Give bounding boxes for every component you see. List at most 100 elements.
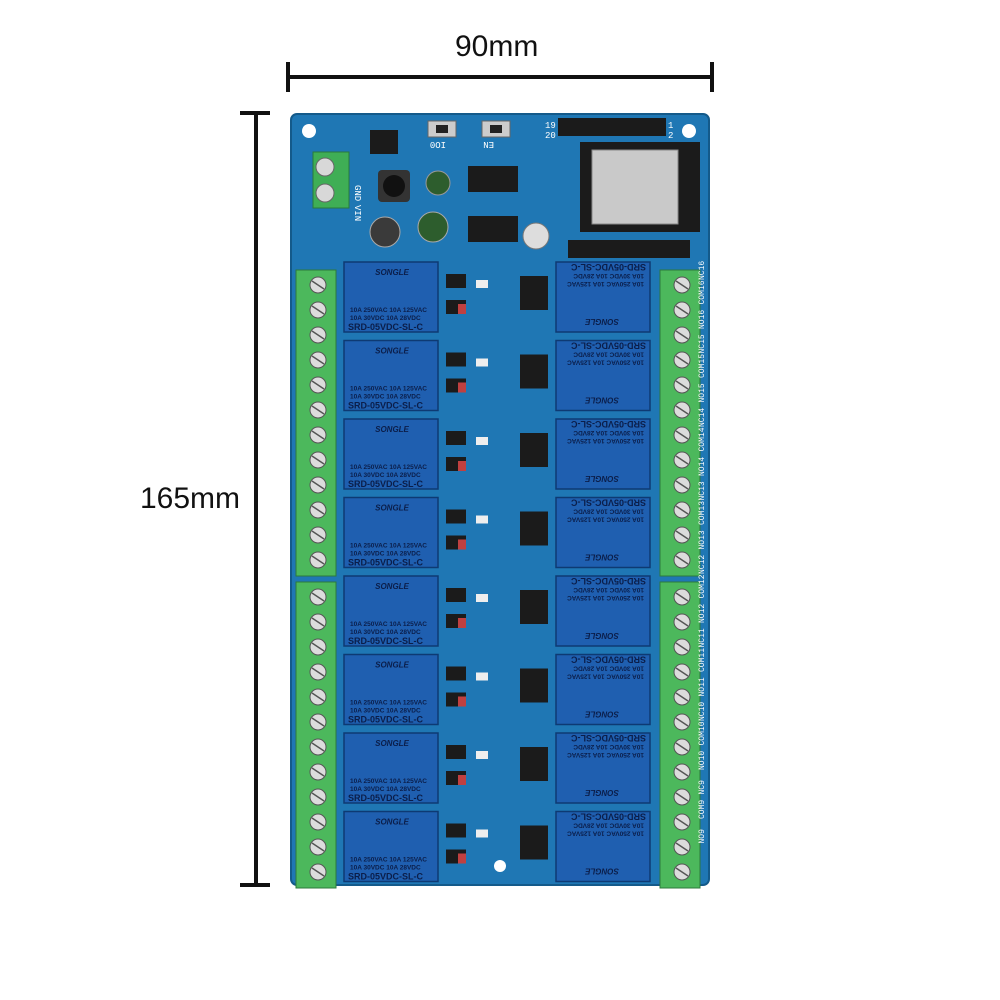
- relay-rating-line2: 10A 30VDC 10A 28VDC: [350, 472, 421, 479]
- relay-rating-line1: 10A 250VAC 10A 125VAC: [567, 437, 644, 444]
- relay-rating-line1: 10A 250VAC 10A 125VAC: [350, 464, 427, 471]
- relay-rating-line2: 10A 30VDC 10A 28VDC: [350, 394, 421, 401]
- transistor: [446, 274, 466, 288]
- relay-rating-line2: 10A 30VDC 10A 28VDC: [573, 429, 644, 436]
- relay-model: SRD-05VDC-SL-C: [570, 498, 646, 508]
- relay-rating-line2: 10A 30VDC 10A 28VDC: [350, 865, 421, 872]
- transistor: [446, 745, 466, 759]
- terminal-label: COM12: [698, 574, 707, 598]
- relay-brand: SONGLE: [584, 867, 618, 876]
- relay-model: SRD-05VDC-SL-C: [570, 812, 646, 822]
- terminal-labels-right: NC16COM16NO16NC15COM15NO15NC14COM14NO14N…: [698, 261, 707, 844]
- relay-model: SRD-05VDC-SL-C: [570, 419, 646, 429]
- transistor: [446, 352, 466, 367]
- ic-chips: [370, 130, 518, 242]
- terminal-label: COM10: [698, 721, 707, 745]
- relay-rating-line1: 10A 250VAC 10A 125VAC: [350, 543, 427, 550]
- relay-brand: SONGLE: [375, 739, 409, 748]
- pin-header-top: [558, 118, 666, 136]
- width-dimension-tick-left: [286, 62, 290, 92]
- relay-rating-line1: 10A 250VAC 10A 125VAC: [567, 751, 644, 758]
- relay-brand: SONGLE: [584, 317, 618, 326]
- led: [458, 382, 466, 393]
- height-dimension-tick-bottom: [240, 883, 270, 887]
- relay-brand: SONGLE: [375, 661, 409, 670]
- terminal-label: NO13: [698, 530, 707, 549]
- terminal-label: NC15: [698, 334, 707, 353]
- button-io0: [427, 120, 457, 138]
- height-dimension-line: [254, 113, 258, 886]
- height-dimension-label: 165mm: [140, 482, 241, 515]
- relay-rating-line1: 10A 250VAC 10A 125VAC: [350, 700, 427, 707]
- led: [458, 696, 466, 707]
- relay-brand: SONGLE: [584, 788, 618, 797]
- relay-rating-line2: 10A 30VDC 10A 28VDC: [573, 351, 644, 358]
- terminal-label: NC14: [698, 408, 707, 427]
- button-label-io0: IO0: [430, 139, 446, 149]
- led: [458, 618, 466, 628]
- relay-rating-line2: 10A 30VDC 10A 28VDC: [350, 629, 421, 636]
- smd-part: [476, 358, 488, 367]
- relay-model: SRD-05VDC-SL-C: [348, 558, 424, 568]
- terminal-label: NO12: [698, 604, 707, 623]
- relay-rating-line1: 10A 250VAC 10A 125VAC: [350, 621, 427, 628]
- relay-rating-line2: 10A 30VDC 10A 28VDC: [350, 786, 421, 793]
- terminal-label: COM9: [698, 800, 707, 819]
- relay-brand: SONGLE: [375, 818, 409, 827]
- terminal-label: NO9: [698, 829, 707, 844]
- relay-rating-line2: 10A 30VDC 10A 28VDC: [350, 708, 421, 715]
- transistor: [446, 431, 466, 445]
- relay-brand: SONGLE: [375, 425, 409, 434]
- smd-part: [476, 751, 488, 759]
- relay-rating-line2: 10A 30VDC 10A 28VDC: [350, 551, 421, 558]
- relay-rating-line2: 10A 30VDC 10A 28VDC: [573, 822, 644, 829]
- terminal-label: NC12: [698, 555, 707, 574]
- jumper-header: [520, 511, 548, 546]
- smd-part: [476, 515, 488, 524]
- relay-model: SRD-05VDC-SL-C: [348, 636, 424, 646]
- relay-rating-line1: 10A 250VAC 10A 125VAC: [567, 359, 644, 366]
- power-label-vin: VIN: [352, 205, 362, 221]
- relay-model: SRD-05VDC-SL-C: [348, 872, 424, 882]
- esp32-module: [580, 142, 700, 232]
- transistor: [446, 588, 466, 602]
- terminal-label: NO14: [698, 457, 707, 476]
- led: [458, 539, 466, 550]
- power-terminal: [312, 151, 350, 209]
- relay-brand: SONGLE: [375, 347, 409, 356]
- relay-rating-line2: 10A 30VDC 10A 28VDC: [350, 315, 421, 322]
- transistor: [446, 666, 466, 681]
- relay-model: SRD-05VDC-SL-C: [570, 733, 646, 743]
- relay-rating-line1: 10A 250VAC 10A 125VAC: [567, 830, 644, 837]
- relay-brand: SONGLE: [584, 474, 618, 483]
- capacitors: [369, 170, 550, 250]
- terminal-label: COM11: [698, 648, 707, 672]
- smd-part: [476, 829, 488, 838]
- relay-brand: SONGLE: [584, 396, 618, 405]
- terminal-label: NC13: [698, 481, 707, 500]
- led: [458, 853, 466, 864]
- relay-brand: SONGLE: [584, 710, 618, 719]
- relay-rating-line1: 10A 250VAC 10A 125VAC: [567, 280, 644, 287]
- terminal-block-right-bottom: [659, 581, 701, 889]
- terminal-label: COM14: [698, 427, 707, 451]
- button-label-en: EN: [483, 139, 494, 149]
- jumper-header: [520, 354, 548, 389]
- jumper-header: [520, 747, 548, 781]
- terminal-block-left-top: [295, 269, 337, 577]
- terminal-label: NC10: [698, 702, 707, 721]
- transistor: [446, 509, 466, 524]
- terminal-label: NO10: [698, 751, 707, 770]
- jumper-header: [520, 668, 548, 703]
